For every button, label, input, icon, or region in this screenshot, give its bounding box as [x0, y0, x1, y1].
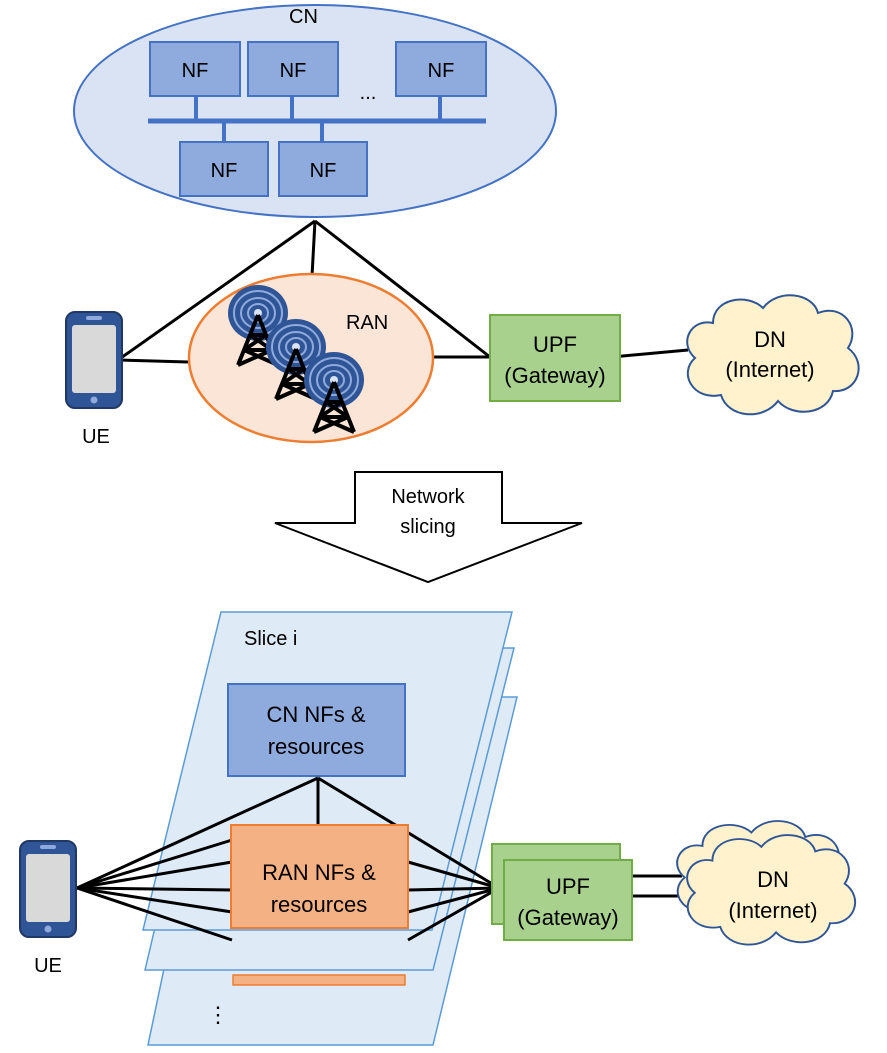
- ran-label: RAN: [346, 312, 388, 334]
- nf-label: NF: [211, 160, 238, 182]
- cn-group: CN NF NF ... NF NF NF: [73, 4, 557, 218]
- arrow-label-line2: slicing: [400, 516, 456, 538]
- cloud-icon: [686, 294, 860, 416]
- nf-box-3: NF: [395, 41, 487, 97]
- ran-nfs-box: RAN NFs & resources: [230, 824, 409, 929]
- upf-label-line1: UPF: [546, 874, 590, 899]
- dn-label-line1: DN: [754, 327, 786, 352]
- ue-bottom: UE: [19, 840, 77, 977]
- dn-top: DN (Internet): [686, 294, 860, 416]
- cn-nfs-line2: resources: [268, 734, 365, 759]
- ue-label: UE: [34, 955, 62, 977]
- dn-label-line2: (Internet): [728, 898, 817, 923]
- upf-top: UPF (Gateway): [489, 314, 621, 402]
- dn-bottom: DN (Internet): [676, 820, 857, 946]
- nf-label: NF: [428, 60, 455, 82]
- nf-label: NF: [182, 60, 209, 82]
- bottom-connections: [76, 776, 682, 942]
- ue-top: UE: [65, 311, 123, 448]
- nf-box-2: NF: [247, 41, 339, 97]
- cn-nfs-line1: CN NFs &: [267, 702, 366, 727]
- nf-label: NF: [280, 60, 307, 82]
- top-connections: [117, 219, 689, 364]
- upf-label-line2: (Gateway): [517, 905, 618, 930]
- phone-icon: [19, 840, 77, 938]
- upf-label-line2: (Gateway): [504, 363, 605, 388]
- ran-nfs-line1: RAN NFs &: [262, 860, 376, 885]
- arrow-label-line1: Network: [391, 486, 465, 508]
- cn-label: CN: [289, 6, 318, 28]
- phone-icon: [65, 311, 123, 409]
- ran-nfs-line2: resources: [271, 892, 368, 917]
- nf-box-5: NF: [278, 141, 368, 197]
- ran-group: RAN: [187, 272, 435, 444]
- ue-label: UE: [82, 426, 110, 448]
- upf-label-line1: UPF: [533, 332, 577, 357]
- dn-label-line1: DN: [757, 867, 789, 892]
- network-slicing-arrow: Network slicing: [274, 471, 583, 584]
- slice-label: Slice i: [244, 628, 297, 650]
- dn-label-line2: (Internet): [725, 357, 814, 382]
- ran-box-back: [232, 974, 406, 986]
- cn-nfs-box: CN NFs & resources: [227, 683, 406, 777]
- nf-label: NF: [310, 160, 337, 182]
- nf-box-1: NF: [149, 41, 241, 97]
- nf-ellipsis: ...: [360, 82, 377, 104]
- nf-box-4: NF: [179, 141, 269, 197]
- more-slices-ellipsis: ⋮: [207, 1002, 229, 1027]
- upf-bottom: UPF (Gateway): [491, 843, 633, 941]
